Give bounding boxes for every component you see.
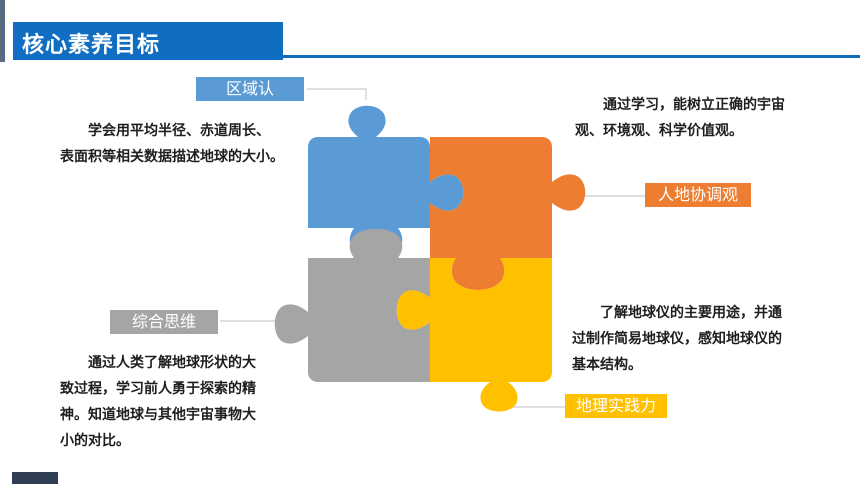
puzzle-piece-yellow (396, 258, 552, 412)
puzzle-piece-orange (430, 137, 586, 290)
goal-text-human-earth: 通过学习，能树立正确的宇宙 观、环境观、科学价值观。 (575, 92, 820, 144)
text-line: 学会用平均半径、赤道周长、 (88, 123, 270, 139)
text-line: 神。知道地球与其他宇宙事物大 (60, 407, 256, 423)
text-line: 通过学习，能树立正确的宇宙 (603, 97, 785, 113)
text-line: 表面积等相关数据描述地球的大小。 (60, 149, 284, 165)
text-line: 通过人类了解地球形状的大 (88, 355, 256, 371)
puzzle-piece-gray (274, 228, 430, 382)
goal-label-integrated-thinking: 综合思维 (110, 310, 218, 334)
text-line: 致过程，学习前人勇于探索的精 (60, 381, 256, 397)
left-accent-bar (0, 0, 5, 62)
goal-label-practice: 地理实践力 (565, 394, 667, 418)
text-line: 了解地球仪的主要用途，并通 (600, 305, 782, 321)
page-title: 核心素养目标 (22, 33, 161, 58)
title-banner (13, 22, 283, 60)
goal-text-region: 学会用平均半径、赤道周长、 表面积等相关数据描述地球的大小。 (60, 118, 300, 170)
footer-block (12, 472, 58, 484)
text-line: 小的对比。 (60, 433, 130, 449)
goal-text-practice: 了解地球仪的主要用途，并通 过制作简易地球仪，感知地球仪的 基本结构。 (572, 300, 822, 378)
text-line: 观、环境观、科学价值观。 (575, 123, 743, 139)
puzzle-piece-blue (308, 105, 464, 258)
goal-text-integrated-thinking: 通过人类了解地球形状的大 致过程，学习前人勇于探索的精 神。知道地球与其他宇宙事… (60, 350, 292, 454)
text-line: 过制作简易地球仪，感知地球仪的 (572, 331, 782, 347)
text-line: 基本结构。 (572, 357, 642, 373)
goal-label-region: 区域认 (196, 77, 304, 101)
goal-label-human-earth: 人地协调观 (645, 183, 751, 207)
title-underline (280, 55, 860, 58)
